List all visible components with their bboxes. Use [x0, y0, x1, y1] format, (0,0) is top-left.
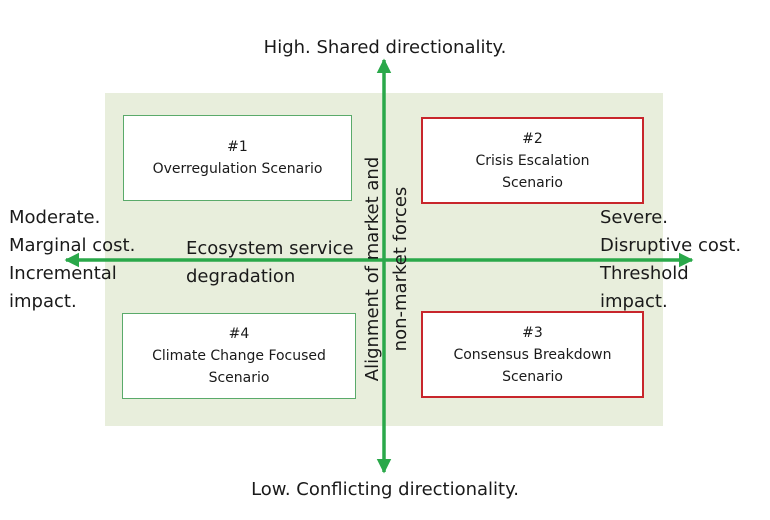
vertical-axis-low-label: Low. Conflicting directionality. — [251, 479, 519, 500]
horizontal-axis-title: Ecosystem service degradation — [186, 235, 354, 291]
severe-line-1: Severe. — [600, 207, 669, 228]
scenario-1-title: Overregulation Scenario — [152, 161, 323, 177]
horizontal-axis-moderate-label: Moderate. Marginal cost. Incremental imp… — [9, 204, 135, 316]
scenario-2-number: #2 — [522, 130, 543, 147]
scenario-3-title-line-2: Scenario — [502, 368, 563, 385]
scenario-4-number: #4 — [228, 326, 250, 342]
severe-line-4: impact. — [600, 291, 668, 312]
scenario-2-title-line-2: Scenario — [502, 174, 563, 191]
severe-line-2: Disruptive cost. — [600, 235, 742, 256]
horizontal-axis-title-line-2: degradation — [186, 266, 296, 287]
scenario-4-title-line-1: Climate Change Focused — [152, 348, 326, 364]
moderate-line-1: Moderate. — [9, 207, 101, 228]
scenario-4-title-line-2: Scenario — [208, 370, 270, 386]
scenario-4-box: #4 Climate Change Focused Scenario — [122, 313, 356, 399]
horizontal-axis-severe-label: Severe. Disruptive cost. Threshold impac… — [600, 204, 741, 316]
scenario-1-number: #1 — [227, 139, 248, 155]
scenario-2-box: #2 Crisis Escalation Scenario — [421, 117, 644, 204]
severe-line-3: Threshold — [600, 263, 689, 284]
scenario-2-title-line-1: Crisis Escalation — [475, 152, 590, 169]
scenario-1-box: #1 Overregulation Scenario — [123, 115, 352, 201]
vertical-axis-high-label: High. Shared directionality. — [263, 37, 507, 58]
moderate-line-3: Incremental — [9, 263, 117, 284]
vertical-axis-title: Alignment of market and non-market force… — [359, 157, 415, 381]
moderate-line-2: Marginal cost. — [9, 235, 136, 256]
scenario-3-number: #3 — [522, 324, 543, 341]
vertical-axis-title-line-1: Alignment of market and — [362, 156, 383, 382]
horizontal-axis-title-line-1: Ecosystem service — [186, 238, 354, 259]
scenario-3-title-line-1: Consensus Breakdown — [453, 346, 612, 363]
vertical-axis-title-line-2: non-market forces — [390, 186, 411, 352]
scenario-3-box: #3 Consensus Breakdown Scenario — [421, 311, 644, 398]
moderate-line-4: impact. — [9, 291, 77, 312]
